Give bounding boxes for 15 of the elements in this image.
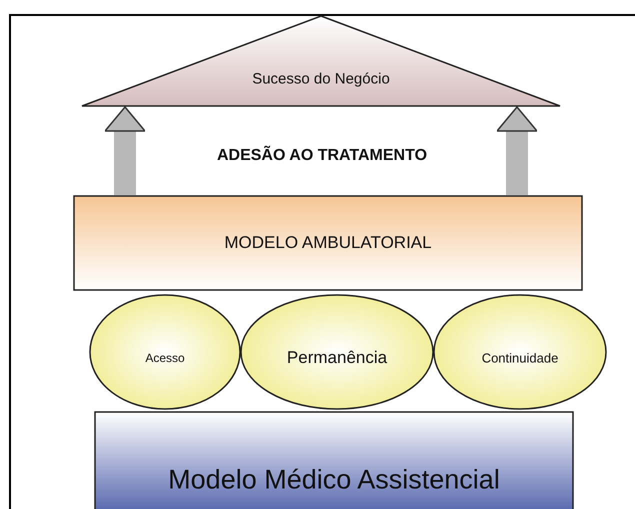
node-label: Sucesso do Negócio xyxy=(252,70,390,88)
roof-triangle xyxy=(82,16,560,106)
process-box xyxy=(74,196,582,290)
pillar-ellipse xyxy=(90,295,240,409)
node-label: Acesso xyxy=(145,350,185,365)
node-label: Modelo Médico Assistencial xyxy=(168,464,500,496)
block-arrow xyxy=(496,106,538,195)
pillar-ellipse xyxy=(434,295,606,409)
block-arrow xyxy=(104,106,146,195)
foundation-box xyxy=(95,412,573,509)
node-label: Continuidade xyxy=(482,350,558,366)
pillar-ellipse xyxy=(241,295,433,409)
node-label: Permanência xyxy=(286,348,388,368)
annotation-text: ADESÃO AO TRATAMENTO xyxy=(216,147,428,165)
node-label: MODELO AMBULATORIAL xyxy=(224,233,432,253)
